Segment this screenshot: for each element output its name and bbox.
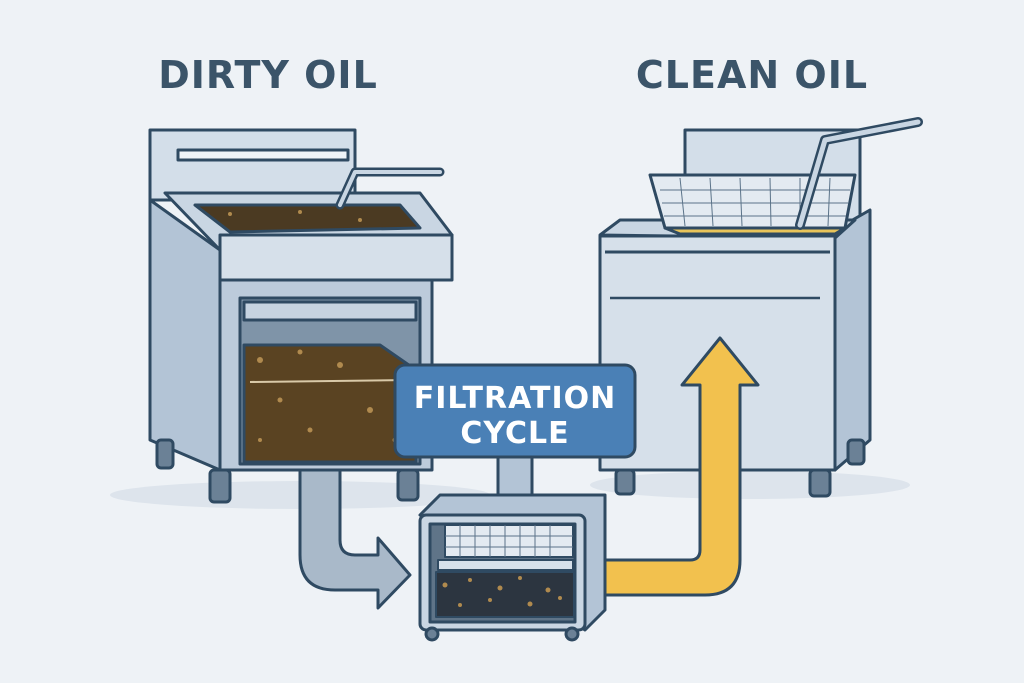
sign-line-2: CYCLE bbox=[460, 416, 569, 451]
filter-unit bbox=[418, 493, 607, 642]
dirty-oil-surface bbox=[193, 203, 422, 234]
return-arrow bbox=[593, 336, 760, 597]
sign-line-1: FILTRATION bbox=[414, 381, 617, 416]
dirty-oil-label: DIRTY OIL bbox=[158, 53, 378, 97]
clean-oil-label: CLEAN OIL bbox=[636, 53, 868, 97]
fryer-basket bbox=[648, 173, 857, 230]
dirty-oil-tank bbox=[242, 343, 418, 464]
drain-arrow bbox=[298, 468, 412, 610]
clean-fryer bbox=[598, 117, 923, 498]
filtration-cycle-sign bbox=[393, 363, 637, 459]
